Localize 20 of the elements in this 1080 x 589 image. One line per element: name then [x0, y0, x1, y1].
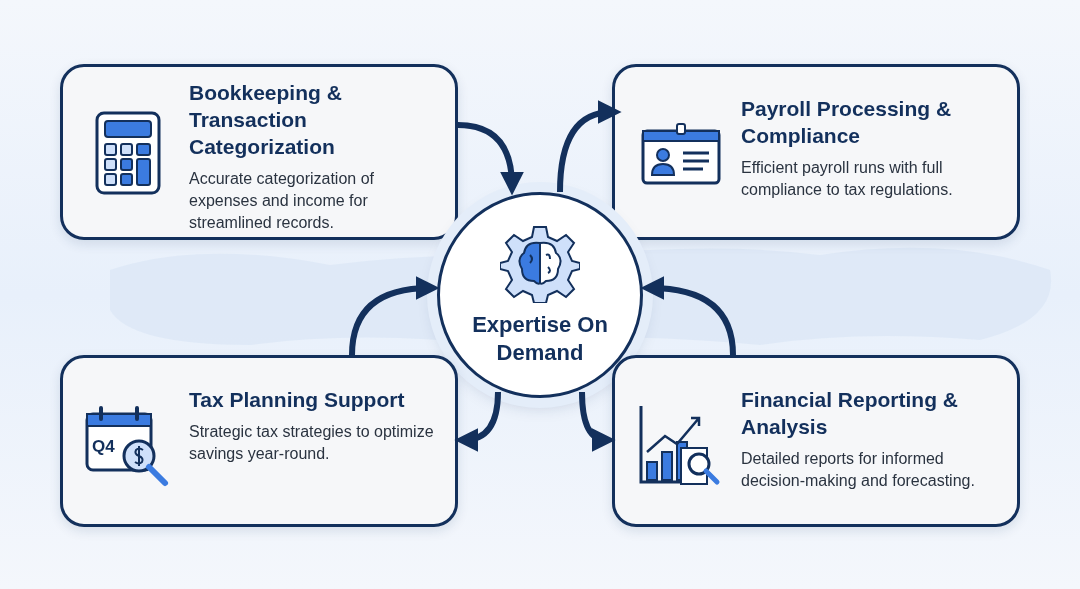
curved-arrow — [454, 391, 501, 452]
service-card — [612, 64, 1020, 240]
service-card — [60, 64, 458, 240]
service-card — [60, 355, 458, 527]
card-description: Accurate categorization of expenses and income for streamlined records. — [189, 169, 375, 233]
service-card — [612, 355, 1020, 527]
curved-arrow — [557, 101, 622, 193]
card-title: Financial Reporting & Analysis — [741, 387, 959, 440]
curved-arrow — [457, 122, 524, 196]
card-description: Detailed reports for informed decision-making and forecasting. — [741, 449, 976, 491]
curved-arrow — [349, 276, 440, 356]
card-title: Bookkeeping & Transaction Categorization — [189, 80, 343, 160]
hub-title: Expertise On Demand — [471, 311, 609, 367]
card-title: Payroll Processing & Compliance — [741, 96, 953, 149]
calendar-quarter-text: Q4 — [92, 436, 115, 458]
card-title: Tax Planning Support — [189, 387, 406, 413]
card-description: Strategic tax strategies to optimize savings year-round. — [189, 422, 435, 464]
card-description: Efficient payroll runs with full compliance to tax regulations. — [741, 158, 954, 200]
curved-arrow — [640, 276, 736, 356]
curved-arrow — [579, 391, 616, 451]
